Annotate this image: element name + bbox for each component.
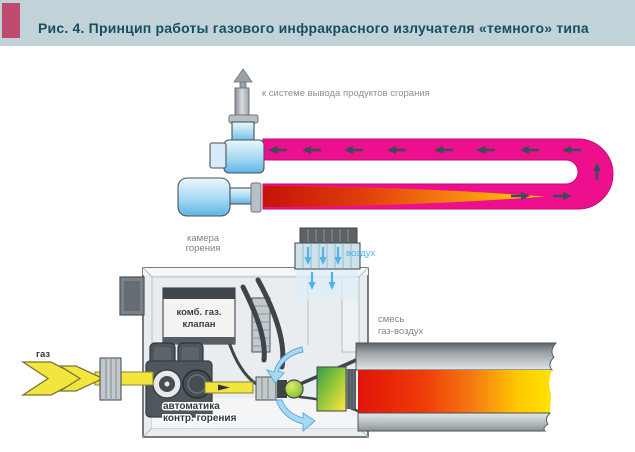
gas-valve-panel: комб. газ. клапан bbox=[162, 287, 236, 345]
accent-bar bbox=[2, 3, 20, 38]
radiant-tube-cutaway bbox=[355, 342, 557, 432]
main-flame bbox=[358, 370, 552, 413]
gas-arrow-icon bbox=[57, 365, 105, 392]
burner-unit-assembly: комб. газ. клапан bbox=[20, 227, 557, 438]
fan-motor-box bbox=[209, 142, 227, 169]
fan-impeller bbox=[266, 346, 316, 432]
exhaust-label: к системе вывода продуктов сгорания bbox=[262, 88, 430, 99]
exhaust-fan-body bbox=[223, 139, 265, 174]
automation-label-line2: контр. горения bbox=[163, 413, 237, 424]
gas-inlet bbox=[20, 357, 154, 401]
figure-caption-bar: Рис. 4. Принцип работы газового инфракра… bbox=[0, 0, 635, 46]
exhaust-fan-unit bbox=[209, 68, 265, 174]
radiant-u-tube-assembly: к системе вывода продуктов сгорания bbox=[177, 68, 614, 217]
figure-title: Рис. 4. Принцип работы газового инфракра… bbox=[38, 20, 589, 36]
burner-block bbox=[316, 366, 356, 412]
flame-in-tube bbox=[263, 186, 545, 207]
chamber-label-line1: камера bbox=[187, 233, 220, 244]
valve-label-line2: клапан bbox=[183, 319, 216, 330]
air-label: воздух bbox=[346, 248, 376, 259]
ignition-nozzle bbox=[284, 379, 304, 399]
gas-arrow-icon bbox=[20, 361, 85, 396]
mixture-label-line1: смесь bbox=[378, 314, 404, 325]
gas-label: газ bbox=[36, 349, 50, 360]
automation-label-line1: автоматика bbox=[163, 401, 220, 412]
internal-gas-line bbox=[204, 376, 304, 401]
chimney-pipe bbox=[234, 87, 250, 117]
valve-label-line1: комб. газ. bbox=[176, 307, 221, 318]
valve-actuator-module bbox=[145, 360, 213, 418]
air-intake-filter bbox=[294, 227, 361, 270]
chamber-label-line2: горения bbox=[186, 243, 221, 254]
tube-burner-head bbox=[177, 177, 262, 217]
electrical-connection-box bbox=[119, 276, 145, 316]
mixture-label-line2: газ-воздух bbox=[378, 326, 424, 337]
